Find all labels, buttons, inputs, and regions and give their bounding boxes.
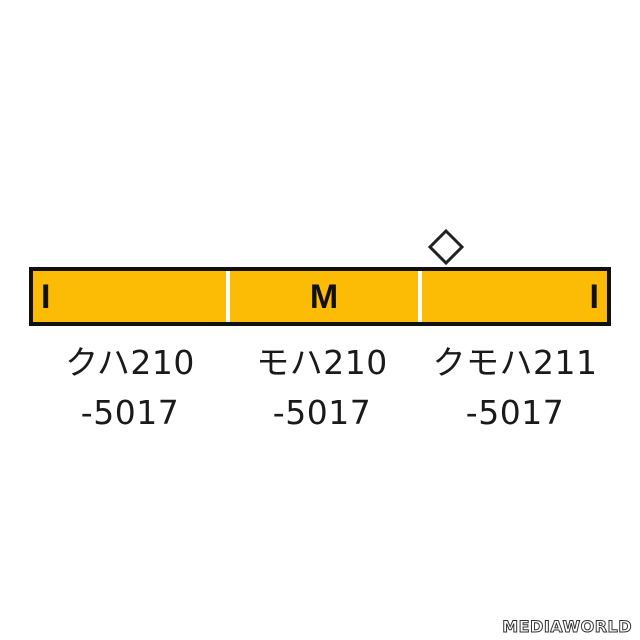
car-1: I [33, 271, 226, 322]
train-formation-bar: I M I [29, 267, 611, 326]
car-3-type: クモハ211 [432, 343, 598, 382]
car-3-label: クモハ211 -5017 [415, 338, 615, 438]
car-1-number: -5017 [80, 393, 180, 432]
car-2-type: モハ210 [256, 343, 388, 382]
car-1-type: クハ210 [65, 343, 195, 382]
car-2-label: モハ210 -5017 [222, 338, 422, 438]
car-1-mark: I [41, 277, 51, 316]
car-3-number: -5017 [465, 393, 565, 432]
car-1-label: クハ210 -5017 [30, 338, 230, 438]
car-3: I [418, 271, 607, 322]
car-2: M [226, 271, 418, 322]
car-3-mark: I [589, 277, 599, 316]
pantograph-diamond-icon [427, 228, 465, 266]
watermark-logo: MEDIAWORLD [502, 617, 632, 637]
car-2-mark: M [309, 277, 339, 316]
car-2-number: -5017 [272, 393, 372, 432]
